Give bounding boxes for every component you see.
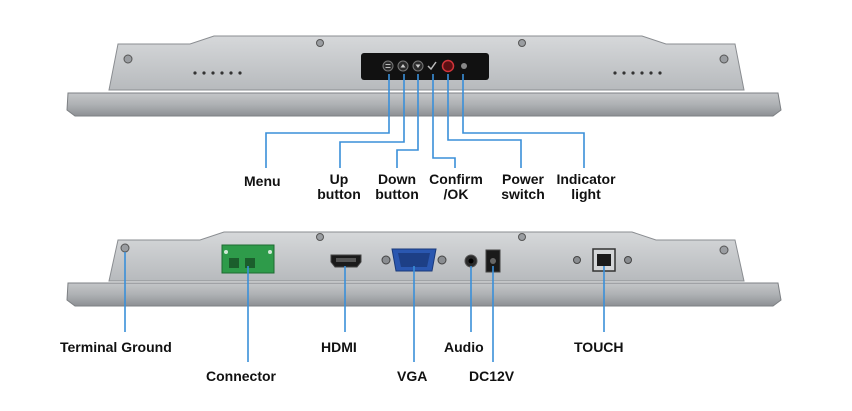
usb-b-touch-port xyxy=(573,248,632,272)
label-connector: Connector xyxy=(206,368,276,384)
bottom-panel xyxy=(66,231,782,362)
vent-dots xyxy=(193,71,662,75)
bottom-leader-lines xyxy=(124,252,605,362)
check-icon[interactable] xyxy=(427,61,437,71)
label-audio: Audio xyxy=(444,339,484,355)
dc-power-jack xyxy=(485,249,501,273)
label-dc12v: DC12V xyxy=(469,368,515,384)
screw-icon xyxy=(123,39,729,64)
label-hdmi: HDMI xyxy=(321,339,357,355)
audio-jack xyxy=(464,254,478,268)
button-strip xyxy=(361,53,489,80)
screw-icon xyxy=(120,233,729,255)
down-arrow-icon[interactable] xyxy=(412,60,424,72)
top-panel xyxy=(66,35,782,168)
label-menu: Menu xyxy=(244,173,281,189)
top-leader-lines xyxy=(265,74,585,168)
label-touch: TOUCH xyxy=(574,339,624,355)
hdmi-port xyxy=(330,254,362,268)
up-arrow-icon[interactable] xyxy=(397,60,409,72)
menu-icon[interactable] xyxy=(382,60,394,72)
indicator-dot-icon xyxy=(461,63,467,69)
power-icon[interactable] xyxy=(441,59,455,73)
label-vga: VGA xyxy=(397,368,428,384)
vga-port xyxy=(381,248,447,272)
label-confirm-ok: Confirm/OK xyxy=(429,171,483,202)
label-terminal-ground: Terminal Ground xyxy=(60,339,172,355)
